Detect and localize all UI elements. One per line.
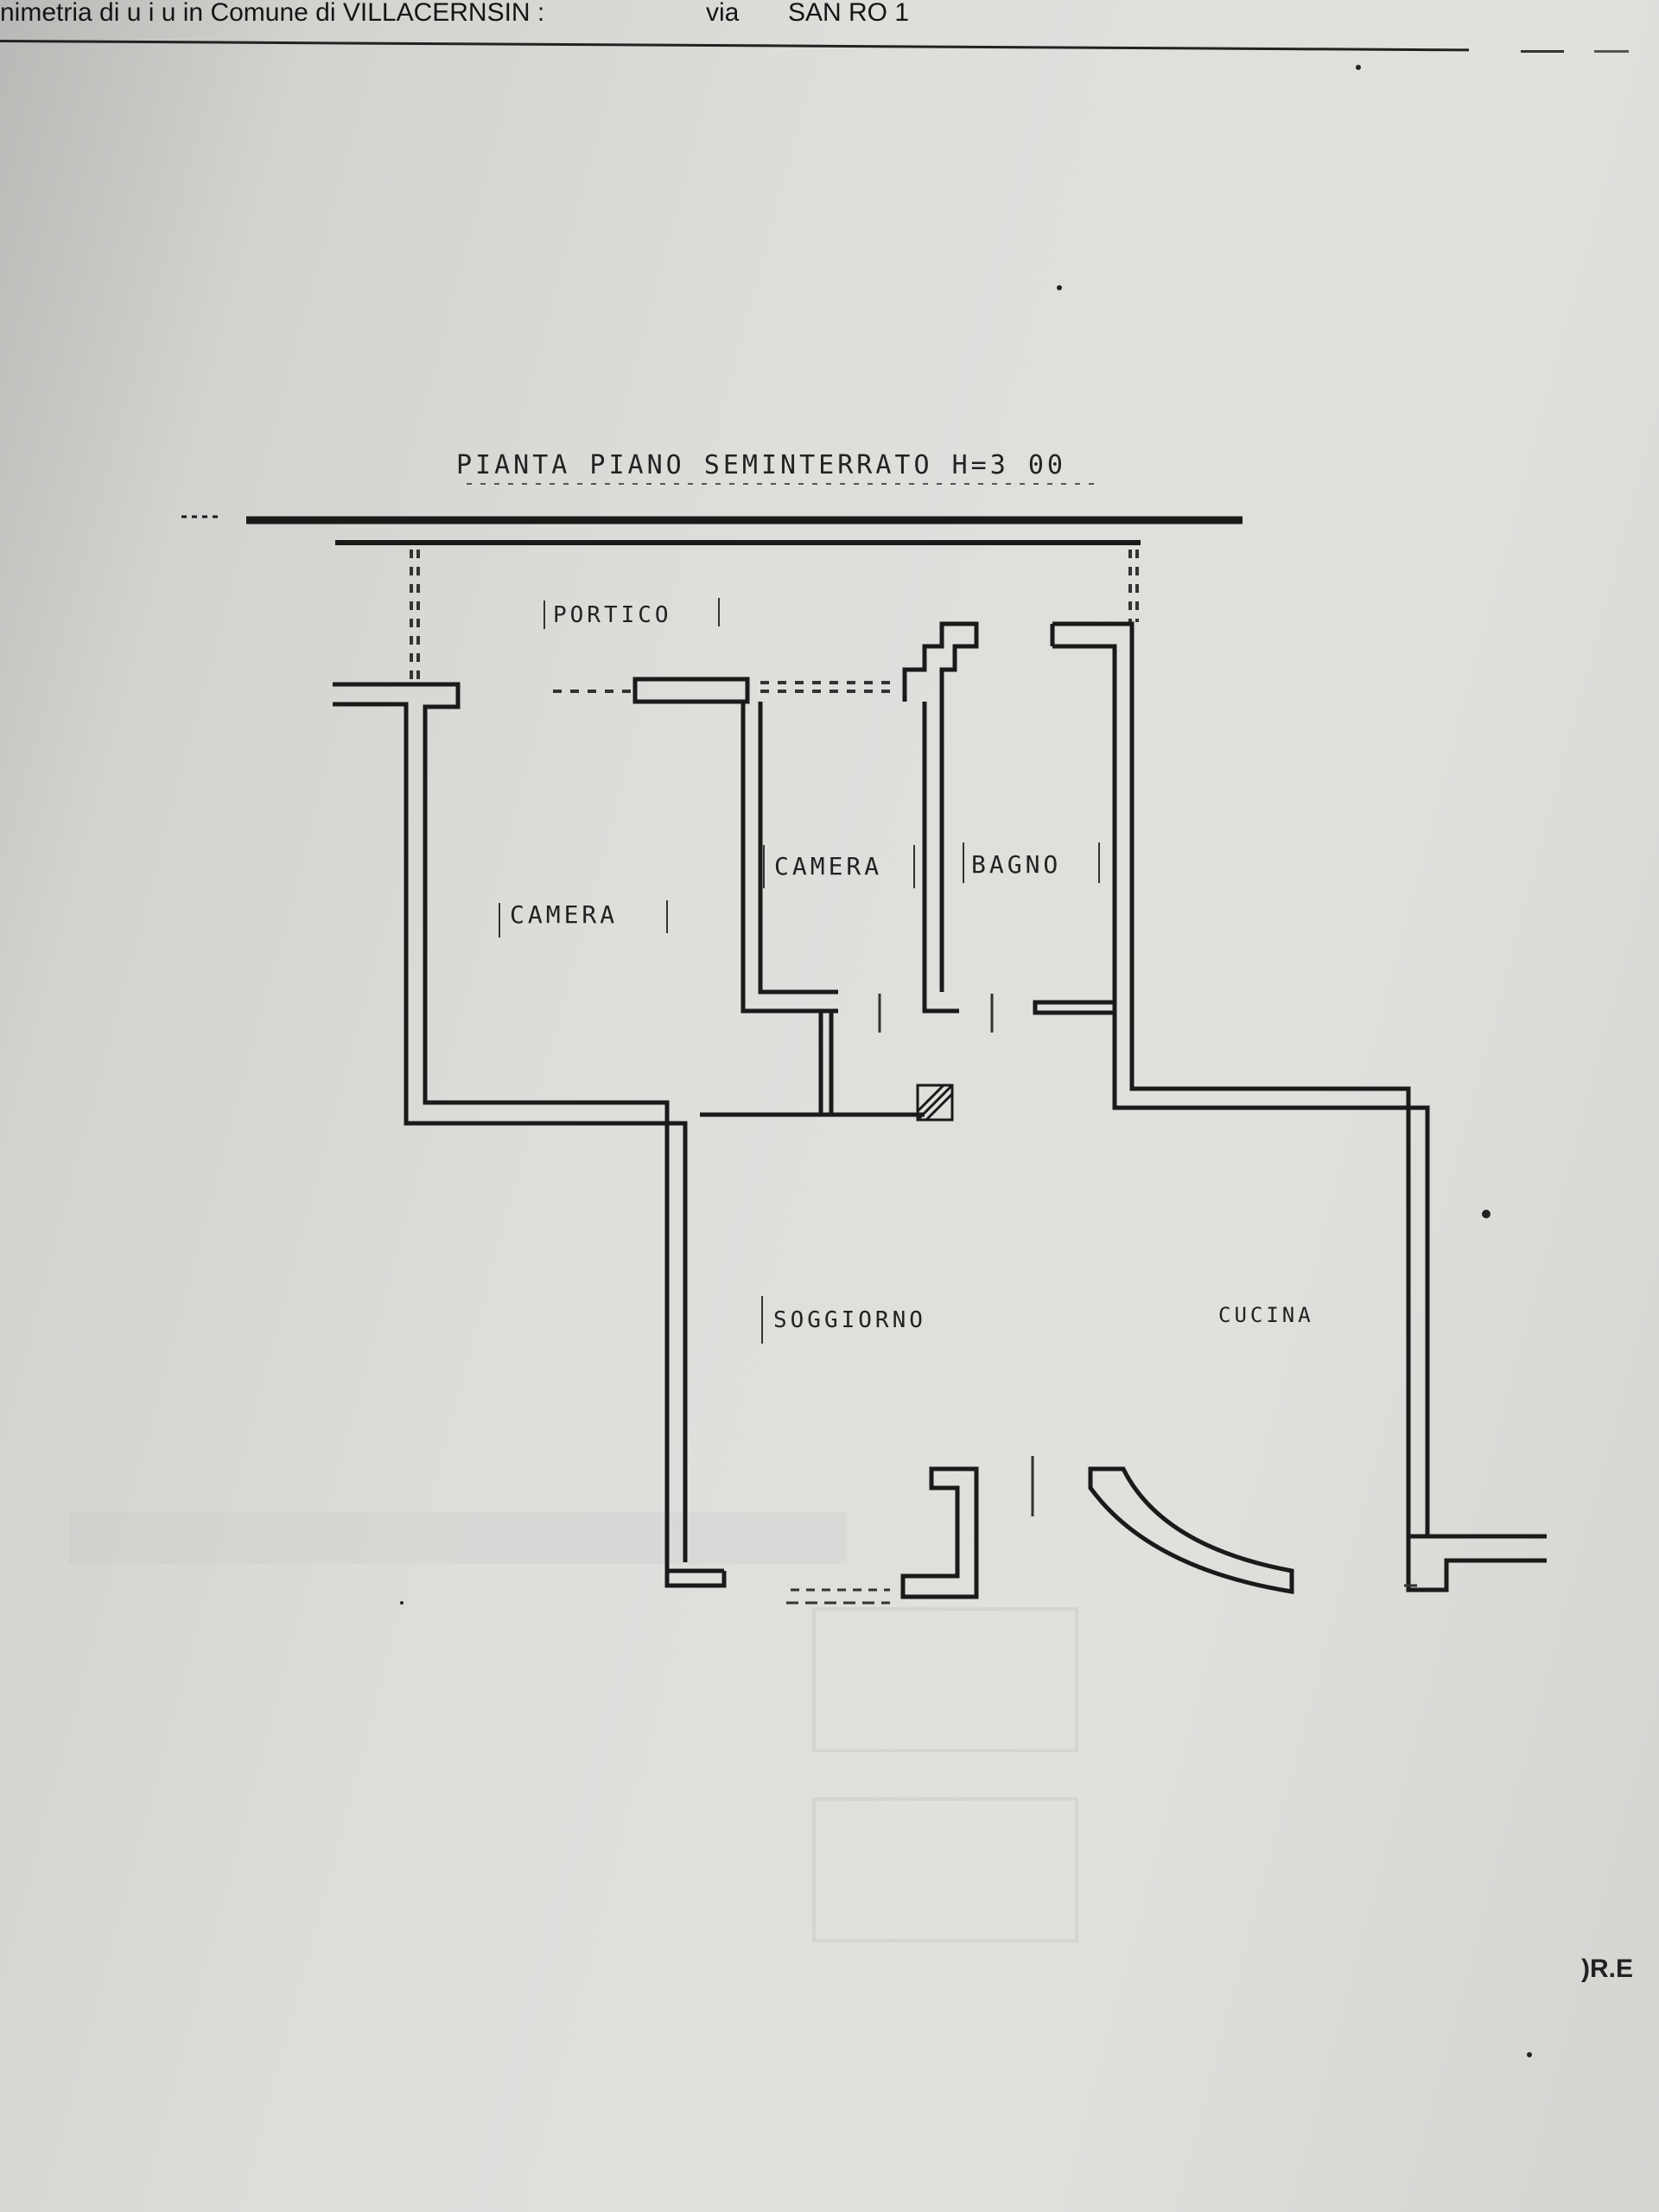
header-via-label: via bbox=[705, 0, 740, 27]
boundary-lines bbox=[181, 515, 1243, 545]
header-dash bbox=[1594, 50, 1629, 53]
door-swing bbox=[1088, 1466, 1294, 1594]
header-dash bbox=[1521, 50, 1564, 53]
header-via-value: SAN RO 1 bbox=[788, 0, 910, 27]
label-brackets bbox=[499, 598, 1100, 1344]
portico-posts bbox=[410, 550, 1139, 693]
specks bbox=[400, 65, 1532, 2057]
footer-cutoff-text: )R.E bbox=[1581, 1955, 1633, 1983]
walls bbox=[333, 621, 1547, 1599]
bleed-through-shadow bbox=[69, 1512, 847, 1564]
dimension-ticks bbox=[786, 994, 1417, 1605]
plan-title: PIANTA PIANO SEMINTERRATO H=3 00 bbox=[456, 450, 1066, 480]
room-label-portico: PORTICO bbox=[553, 602, 672, 628]
header-caption: nimetria di u i u in Comune di VILLACERN… bbox=[0, 0, 909, 35]
hatched-pillar bbox=[916, 1084, 954, 1122]
room-label-soggiorno: SOGGIORNO bbox=[773, 1307, 926, 1333]
bleed-through-shadow bbox=[812, 1797, 1078, 1942]
header-municipality-text: nimetria di u i u in Comune di VILLACERN… bbox=[0, 0, 545, 27]
bleed-through-shadow bbox=[812, 1607, 1078, 1752]
room-label-bagno: BAGNO bbox=[971, 850, 1061, 879]
room-label-camera-2: CAMERA bbox=[774, 852, 882, 880]
room-label-camera-1: CAMERA bbox=[510, 900, 618, 929]
room-label-cucina: CUCINA bbox=[1218, 1303, 1314, 1327]
